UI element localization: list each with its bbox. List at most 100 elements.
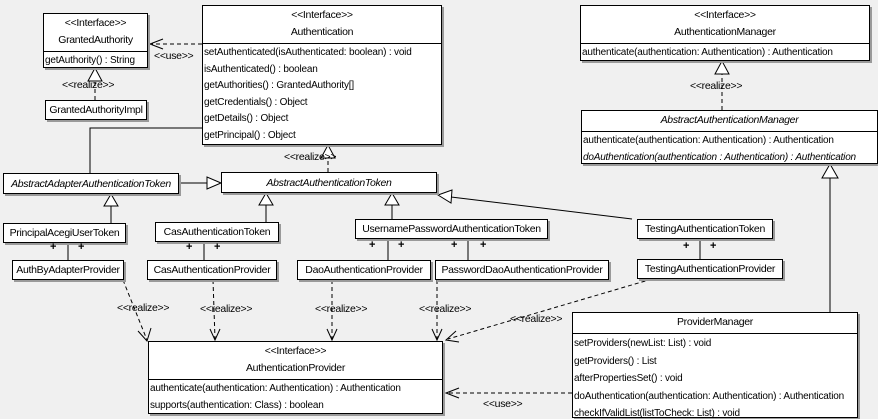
uml-class-dao-authentication-provider[interactable]: DaoAuthenticationProvider xyxy=(297,260,431,280)
generalization-edge-adapter-token xyxy=(179,176,223,190)
class-name: DaoAuthenticationProvider xyxy=(305,264,423,276)
realize-label: <<realize>> xyxy=(690,80,743,92)
uml-class-authentication-provider[interactable]: <<Interface>> AuthenticationProvider aut… xyxy=(148,341,443,414)
association-end-plus: + xyxy=(369,239,376,251)
realize-label: <<realize>> xyxy=(200,303,253,315)
association-end-plus: + xyxy=(78,241,85,253)
uml-class-principal-acegi-user-token[interactable]: PrincipalAcegiUserToken xyxy=(3,223,126,243)
association-end-plus: + xyxy=(451,239,458,251)
class-member: supports(authentication: Class) : boolea… xyxy=(150,399,324,411)
class-member: setAuthenticated(isAuthenticated: boolea… xyxy=(204,47,412,58)
uml-class-cas-authentication-token[interactable]: CasAuthenticationToken xyxy=(155,222,279,242)
realize-label: <<realize>> xyxy=(315,303,368,315)
class-name: TestingAuthenticationToken xyxy=(644,223,766,235)
class-member: afterPropertiesSet() : void xyxy=(574,373,683,385)
use-label: <<use>> xyxy=(483,398,523,410)
class-member: getPrincipal() : Object xyxy=(204,129,296,141)
uml-class-abstract-authentication-token[interactable]: AbstractAuthenticationToken xyxy=(221,172,437,193)
class-stereotype: <<Interface>> xyxy=(264,345,327,357)
generalization-edge-testing-token xyxy=(436,189,633,220)
uml-class-authentication-manager[interactable]: <<Interface>> AuthenticationManager auth… xyxy=(580,5,870,61)
uml-class-abstract-authentication-manager[interactable]: AbstractAuthenticationManager authentica… xyxy=(581,110,878,164)
use-edge-authentication-to-granted-authority xyxy=(148,38,202,50)
uml-class-authentication[interactable]: <<Interface>> Authentication setAuthenti… xyxy=(202,5,442,145)
realize-edge-dao-provider xyxy=(326,280,338,342)
class-member: setProviders(newList: List) : void xyxy=(574,338,712,349)
class-stereotype: <<Interface>> xyxy=(291,9,353,21)
association-end-plus: + xyxy=(214,241,221,253)
realize-edge-testing-provider xyxy=(444,278,653,343)
uml-class-cas-authentication-provider[interactable]: CasAuthenticationProvider xyxy=(147,260,277,280)
class-member: getAuthorities() : GrantedAuthority[] xyxy=(204,80,354,91)
class-name: PrincipalAcegiUserToken xyxy=(9,227,120,239)
realize-label: <<realize>> xyxy=(510,313,563,325)
uml-class-testing-authentication-provider[interactable]: TestingAuthenticationProvider xyxy=(637,259,783,279)
class-member: checkIfValidList(listToCheck: List) : vo… xyxy=(574,408,740,418)
class-name: ProviderManager xyxy=(676,316,754,328)
association-end-plus: + xyxy=(50,241,57,253)
edge-adapter-token-to-authentication xyxy=(89,127,202,173)
realize-edge-cas-provider xyxy=(209,279,221,342)
uml-class-abstract-adapter-authentication-token[interactable]: AbstractAdapterAuthenticationToken xyxy=(3,173,179,194)
realize-edge-passworddao-provider xyxy=(431,280,443,342)
class-header: <<Interface>> AuthenticationProvider xyxy=(149,342,442,380)
realize-label: <<realize>> xyxy=(117,302,170,314)
realize-label: <<realize>> xyxy=(419,303,472,315)
class-name: AuthenticationManager xyxy=(674,26,776,38)
class-name: AbstractAuthenticationManager xyxy=(660,114,799,126)
class-stereotype: <<Interface>> xyxy=(64,17,127,29)
class-name: AbstractAuthenticationToken xyxy=(266,176,392,189)
generalization-edge-cas-token xyxy=(258,192,274,222)
association-end-plus: + xyxy=(398,239,405,251)
realize-edge-abstract-authentication-token xyxy=(320,143,336,172)
realize-label: <<realize>> xyxy=(62,79,115,91)
class-member: isAuthenticated() : boolean xyxy=(204,63,318,75)
uml-class-granted-authority[interactable]: <<Interface>> GrantedAuthority getAuthor… xyxy=(43,13,148,68)
class-member: getProviders() : List xyxy=(574,355,657,367)
uml-class-granted-authority-impl[interactable]: GrantedAuthorityImpl xyxy=(45,100,147,120)
uml-class-auth-by-adapter-provider[interactable]: AuthByAdapterProvider xyxy=(12,260,124,280)
uml-class-testing-authentication-token[interactable]: TestingAuthenticationToken xyxy=(637,219,773,239)
class-header: ProviderManager xyxy=(573,313,857,334)
realize-edge-authbyadapter-provider xyxy=(122,279,152,342)
class-member: authenticate(authentication: Authenticat… xyxy=(583,135,834,146)
class-name: PasswordDaoAuthenticationProvider xyxy=(441,264,603,276)
association-end-plus: + xyxy=(480,239,487,251)
class-name: AuthenticationProvider xyxy=(245,362,346,374)
uml-class-password-dao-authentication-provider[interactable]: PasswordDaoAuthenticationProvider xyxy=(435,260,609,280)
class-member: authenticate(authentication: Authenticat… xyxy=(582,47,833,58)
class-name: TestingAuthenticationProvider xyxy=(644,263,776,275)
realize-label: <<realize>> xyxy=(284,151,337,163)
class-member: doAuthentication(authentication: Authent… xyxy=(574,390,844,402)
class-name: UsernamePasswordAuthenticationToken xyxy=(362,223,541,235)
class-name: CasAuthenticationProvider xyxy=(153,264,271,276)
class-member: getDetails() : Object xyxy=(204,113,289,124)
association-end-plus: + xyxy=(186,241,193,253)
uml-class-username-password-authentication-token[interactable]: UsernamePasswordAuthenticationToken xyxy=(355,219,548,239)
association-end-plus: + xyxy=(683,240,690,252)
class-header: <<Interface>> AuthenticationManager xyxy=(581,6,869,44)
class-member: getAuthority() : String xyxy=(45,55,135,66)
class-header: <<Interface>> Authentication xyxy=(203,6,441,44)
use-edge-provider-manager xyxy=(444,387,572,399)
generalization-edge-provider-manager xyxy=(821,162,839,312)
class-name: AuthByAdapterProvider xyxy=(16,264,120,276)
class-member: authenticate(authentication: Authenticat… xyxy=(150,383,401,394)
class-stereotype: <<Interface>> xyxy=(694,9,756,21)
class-member: doAuthentication(authentication : Authen… xyxy=(583,151,856,163)
class-member: getCredentials() : Object xyxy=(204,96,308,108)
generalization-edge-principal-acegi-user-token xyxy=(103,193,119,223)
association-end-plus: + xyxy=(710,240,717,252)
class-name: GrantedAuthorityImpl xyxy=(49,104,143,116)
class-name: Authentication xyxy=(290,26,354,38)
realize-edge-abstract-authentication-manager xyxy=(714,59,730,110)
class-name: CasAuthenticationToken xyxy=(163,226,271,238)
uml-class-provider-manager[interactable]: ProviderManager setProviders(newList: Li… xyxy=(572,312,858,418)
class-name: AbstractAdapterAuthenticationToken xyxy=(11,177,171,190)
realize-edge-granted-authority-impl xyxy=(87,66,103,100)
class-name: GrantedAuthority xyxy=(58,34,133,46)
use-label: <<use>> xyxy=(154,50,194,62)
class-header: AbstractAuthenticationManager xyxy=(582,111,877,132)
